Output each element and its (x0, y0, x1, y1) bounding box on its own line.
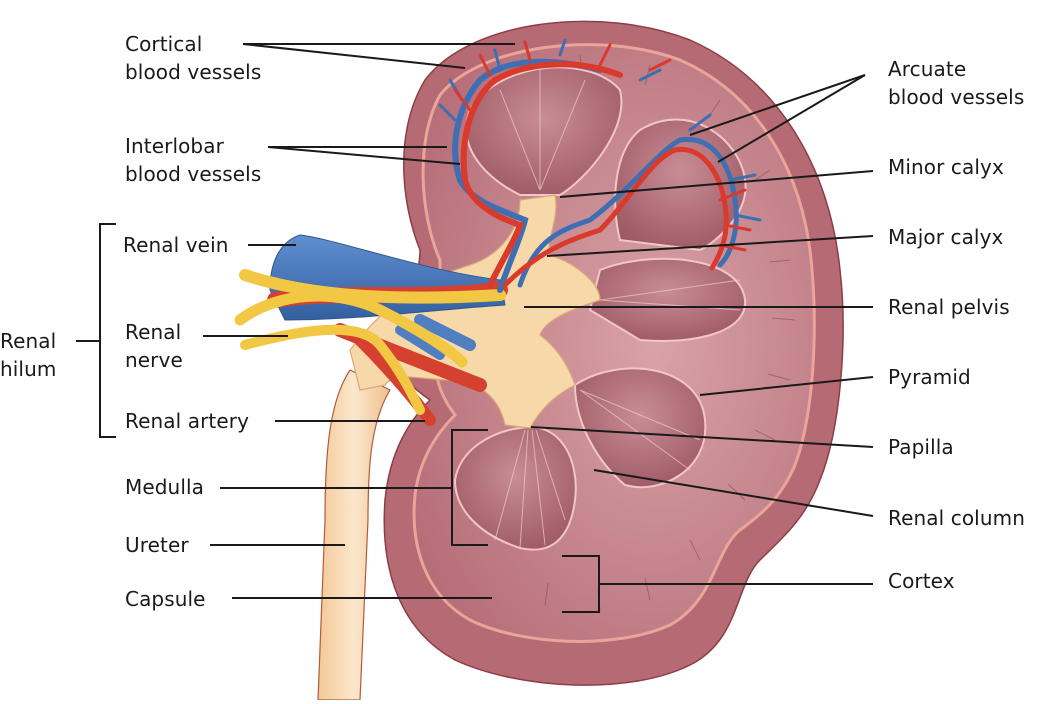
label-major-calyx: Major calyx (888, 225, 1004, 249)
label-pyramid: Pyramid (888, 365, 971, 389)
label-minor-calyx: Minor calyx (888, 155, 1004, 179)
renal-pyramids (453, 66, 747, 551)
label-papilla: Papilla (888, 435, 954, 459)
label-renal-column: Renal column (888, 506, 1025, 530)
label-cortex: Cortex (888, 569, 955, 593)
label-renal-hilum: Renal hilum (0, 329, 57, 381)
label-medulla: Medulla (125, 475, 205, 499)
label-cortical-blood-vessels: Cortical blood vessels (125, 32, 262, 84)
label-interlobar-blood-vessels: Interlobar blood vessels (125, 134, 262, 186)
blood-vessels-tree (438, 38, 762, 293)
label-ureter: Ureter (125, 533, 189, 557)
label-renal-artery: Renal artery (125, 409, 250, 433)
label-capsule: Capsule (125, 587, 206, 611)
ureter (317, 369, 391, 701)
label-arcuate-blood-vessels: Arcuate blood vessels (888, 57, 1025, 109)
label-renal-pelvis: Renal pelvis (888, 295, 1010, 319)
leader-lines (76, 43, 874, 613)
label-renal-nerve: Renal nerve (125, 320, 183, 372)
label-renal-vein: Renal vein (123, 233, 229, 257)
